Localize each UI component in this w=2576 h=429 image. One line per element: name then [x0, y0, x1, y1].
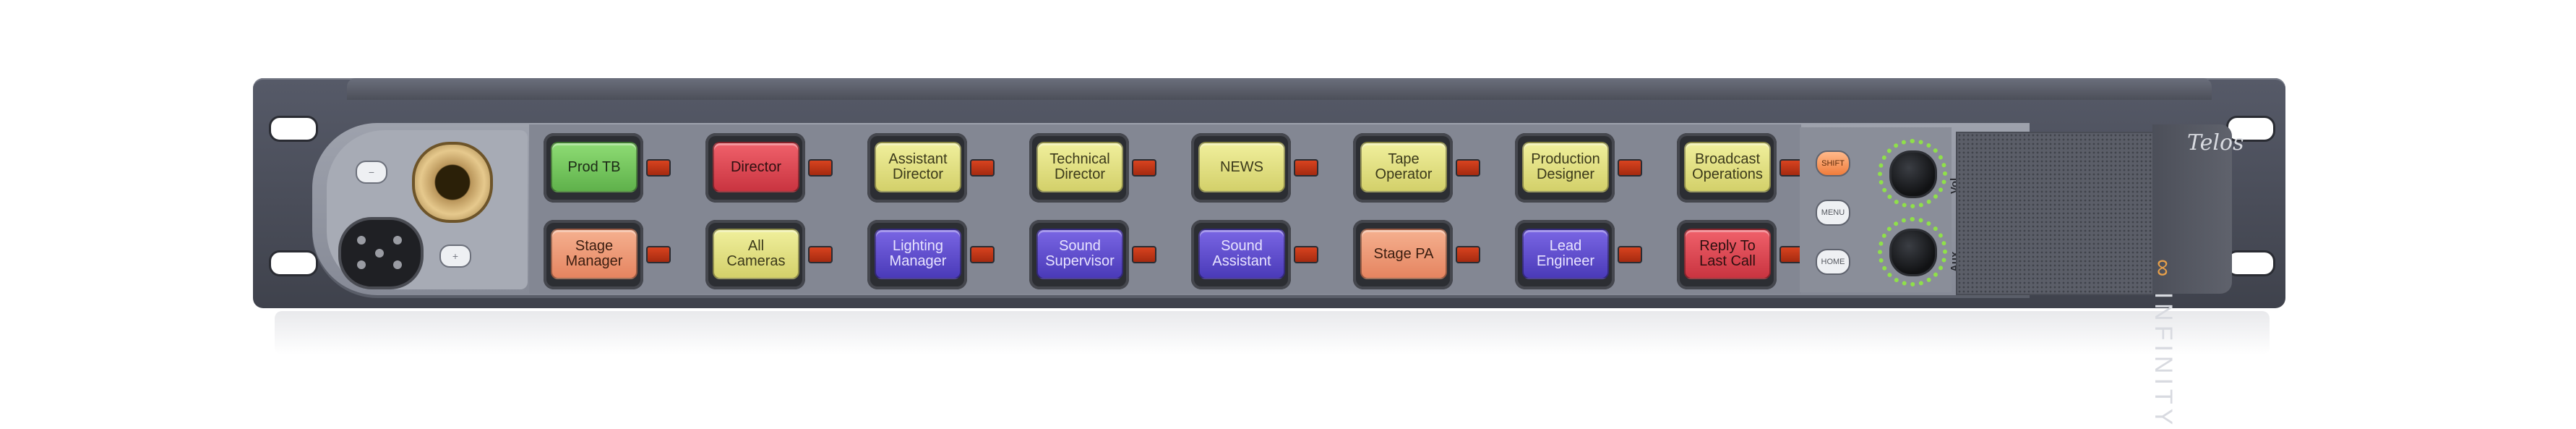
key-well: Sound Assistant: [1191, 220, 1291, 289]
menu-button[interactable]: MENU: [1816, 200, 1850, 226]
talk-key[interactable]: Sound Supervisor: [1036, 229, 1123, 279]
key-well: Lead Engineer: [1515, 220, 1615, 289]
headset-minus-button[interactable]: −: [356, 161, 387, 184]
telos-logo: Telos: [2187, 130, 2244, 156]
rack-mount-hole-top-right: [2226, 116, 2275, 142]
key-well: Stage Manager: [544, 220, 643, 289]
brand-panel: [2152, 124, 2232, 294]
key-well: Production Designer: [1515, 133, 1615, 203]
talk-key[interactable]: NEWS: [1198, 142, 1285, 192]
key-well: All Cameras: [705, 220, 805, 289]
key-well: Lighting Manager: [867, 220, 967, 289]
volume-led-ring: [1878, 139, 1947, 208]
key-led-indicator: [646, 246, 671, 263]
key-well: Sound Supervisor: [1029, 220, 1129, 289]
talk-key[interactable]: All Cameras: [713, 229, 799, 279]
talk-key[interactable]: Reply To Last Call: [1684, 229, 1771, 279]
key-led-indicator: [1294, 159, 1318, 177]
home-button[interactable]: HOME: [1816, 249, 1850, 275]
shelf-reflection: [275, 311, 2270, 354]
key-led-indicator: [1294, 246, 1318, 263]
product-name: ∞ INFINITY: [2150, 259, 2177, 429]
talk-key[interactable]: Sound Assistant: [1198, 229, 1285, 279]
key-well: Director: [705, 133, 805, 203]
talk-key[interactable]: Lead Engineer: [1522, 229, 1609, 279]
aux-led-ring: [1878, 217, 1947, 286]
key-led-indicator: [1618, 159, 1642, 177]
infinity-accent-icon: ∞: [2150, 259, 2177, 281]
shift-button[interactable]: SHIFT: [1816, 150, 1850, 177]
key-led-indicator: [1456, 246, 1480, 263]
key-led-indicator: [1132, 246, 1156, 263]
key-led-indicator: [1132, 159, 1156, 177]
key-led-indicator: [646, 159, 671, 177]
talk-key[interactable]: Broadcast Operations: [1684, 142, 1771, 192]
key-well: Reply To Last Call: [1677, 220, 1777, 289]
talk-key[interactable]: Stage Manager: [551, 229, 637, 279]
talk-key[interactable]: Prod TB: [551, 142, 637, 192]
key-well: Prod TB: [544, 133, 643, 203]
aux-knob[interactable]: [1889, 229, 1937, 276]
rack-mount-hole-bottom-left: [269, 250, 318, 276]
talk-key[interactable]: Tape Operator: [1360, 142, 1447, 192]
speaker-grille: [1956, 132, 2154, 295]
xlr-connector: [338, 217, 424, 289]
talk-key[interactable]: Stage PA: [1360, 229, 1447, 279]
key-led-indicator: [970, 159, 995, 177]
key-well: Tape Operator: [1353, 133, 1453, 203]
key-led-indicator: [970, 246, 995, 263]
key-well: NEWS: [1191, 133, 1291, 203]
key-well: Stage PA: [1353, 220, 1453, 289]
headset-plus-button[interactable]: +: [439, 245, 471, 268]
key-well: Assistant Director: [867, 133, 967, 203]
key-led-indicator: [808, 246, 833, 263]
quarter-inch-jack: [412, 142, 493, 223]
talk-key[interactable]: Production Designer: [1522, 142, 1609, 192]
talk-key[interactable]: Director: [713, 142, 799, 192]
key-led-indicator: [1456, 159, 1480, 177]
key-well: Technical Director: [1029, 133, 1129, 203]
volume-knob[interactable]: [1889, 150, 1937, 198]
talk-key[interactable]: Assistant Director: [875, 142, 961, 192]
key-led-indicator: [1618, 246, 1642, 263]
key-well: Broadcast Operations: [1677, 133, 1777, 203]
talk-key[interactable]: Technical Director: [1036, 142, 1123, 192]
key-led-indicator: [808, 159, 833, 177]
talk-key[interactable]: Lighting Manager: [875, 229, 961, 279]
rack-mount-hole-bottom-right: [2226, 250, 2275, 276]
rack-mount-hole-top-left: [269, 116, 318, 142]
rack-top-lip: [347, 78, 2212, 100]
